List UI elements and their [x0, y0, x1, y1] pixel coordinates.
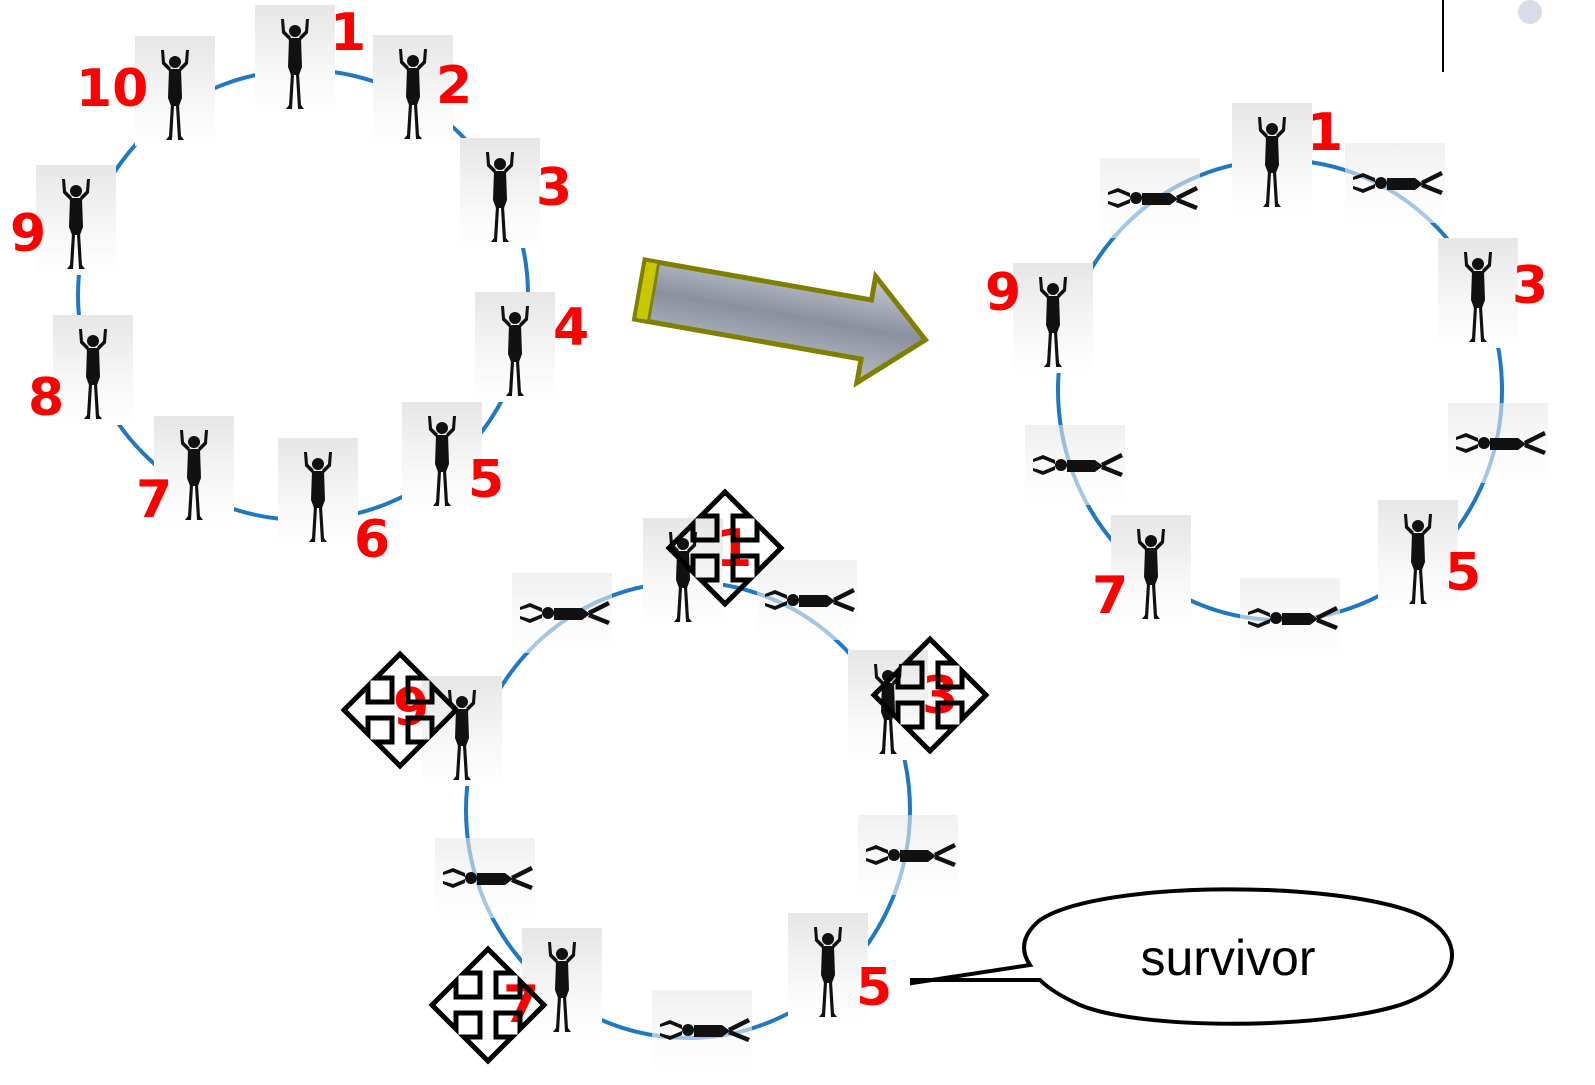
person-4: [475, 292, 555, 402]
person-9: [36, 165, 116, 275]
label-5: 5: [468, 450, 504, 510]
fallen-person-6: [1240, 578, 1340, 658]
person-1: [255, 5, 335, 115]
person-8: [53, 315, 133, 425]
person-3: [460, 138, 540, 248]
label-8: 8: [28, 368, 64, 428]
label-1: 1: [330, 3, 366, 63]
callout-text: survivor: [1140, 930, 1315, 986]
label-4: 4: [553, 298, 589, 358]
person-6: [278, 438, 358, 548]
label-5: 5: [856, 958, 892, 1018]
label-3: 3: [536, 158, 572, 218]
fallen-person-4: [858, 815, 958, 895]
label-2: 2: [436, 56, 472, 116]
fallen-person-10: [512, 573, 612, 653]
fallen-person-4: [1448, 403, 1548, 483]
fallen-person-10: [1100, 158, 1200, 238]
circle-after-first-round: 1 3 5 7 9: [985, 103, 1548, 658]
label-10: 10: [76, 59, 148, 119]
label-9: 9: [985, 263, 1021, 323]
person-9: [1013, 263, 1093, 373]
fallen-person-8: [435, 838, 535, 918]
fallen-person-2: [1345, 143, 1445, 223]
circle-final: 1 3 5 7 9: [344, 492, 986, 1070]
label-6: 6: [354, 510, 390, 570]
label-1: 1: [1307, 103, 1343, 163]
label-9: 9: [10, 204, 46, 264]
fallen-person-6: [652, 990, 752, 1070]
label-3: 3: [1512, 256, 1548, 316]
person-1: [1232, 103, 1312, 213]
fallen-person-2: [757, 560, 857, 640]
fallen-person-8: [1025, 425, 1125, 505]
speech-bubble-icon: survivor: [910, 887, 1454, 1026]
label-5: 5: [1445, 543, 1481, 603]
right-arrow-icon: [631, 257, 930, 388]
label-7: 7: [1092, 566, 1128, 626]
label-7: 7: [136, 470, 172, 530]
person-3: [1438, 238, 1518, 348]
circle-initial: 1 2 3 4 5 6 7 8 9 10: [10, 3, 589, 570]
label-9: 9: [393, 678, 429, 738]
dot-decoration: [1518, 0, 1542, 24]
